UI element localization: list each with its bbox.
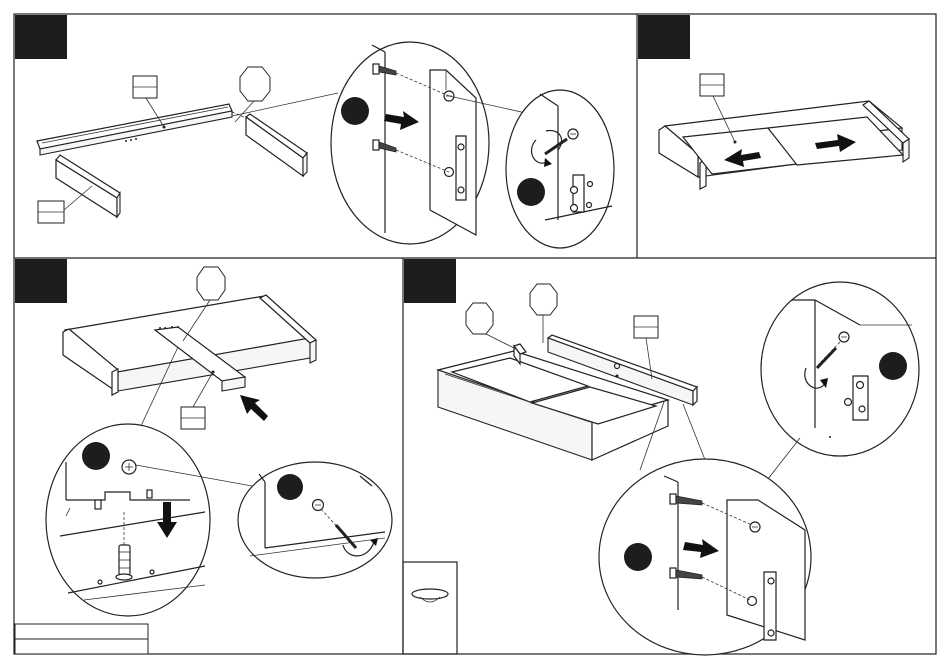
caption-box [15, 624, 148, 639]
step-bullet [879, 352, 907, 380]
detail-circle-dowel [46, 424, 210, 616]
dowel-icon [116, 545, 132, 580]
arrow-up-left-icon [240, 395, 268, 421]
step-number-block-4 [404, 259, 456, 303]
panel-2 [638, 15, 909, 189]
caption-box [15, 639, 148, 654]
detail-circle-cam-bolts [331, 42, 489, 244]
back-rail [37, 104, 232, 155]
step-number-block-1 [15, 15, 67, 59]
detail-circle-cam-bolts [599, 459, 811, 655]
hardware-octagon-label [197, 267, 225, 300]
panel-4 [403, 259, 919, 655]
step-bullet [624, 543, 652, 571]
panel-3 [15, 259, 392, 654]
step-bullet [341, 97, 369, 125]
step-bullet [82, 442, 110, 470]
drawer-base-frame [659, 101, 909, 189]
left-side-board [56, 155, 120, 217]
hardware-inset-box [403, 562, 457, 654]
detail-circle-cam-lock [506, 90, 614, 248]
hardware-octagon-label [530, 284, 557, 315]
drawer-frame-with-center-rail [63, 295, 316, 395]
detail-circle-cam-lock [761, 282, 919, 456]
hardware-octagon-label [240, 67, 270, 101]
step-number-block-2 [638, 15, 690, 59]
drawer-box-assembly [438, 335, 697, 460]
detail-circle-cam-lock [238, 462, 392, 578]
step-bullet [277, 474, 303, 500]
step-bullet [517, 178, 545, 206]
right-side-board [246, 114, 307, 176]
hardware-octagon-label [466, 303, 493, 334]
step-number-block-3 [15, 259, 67, 303]
panel-1 [15, 15, 614, 248]
